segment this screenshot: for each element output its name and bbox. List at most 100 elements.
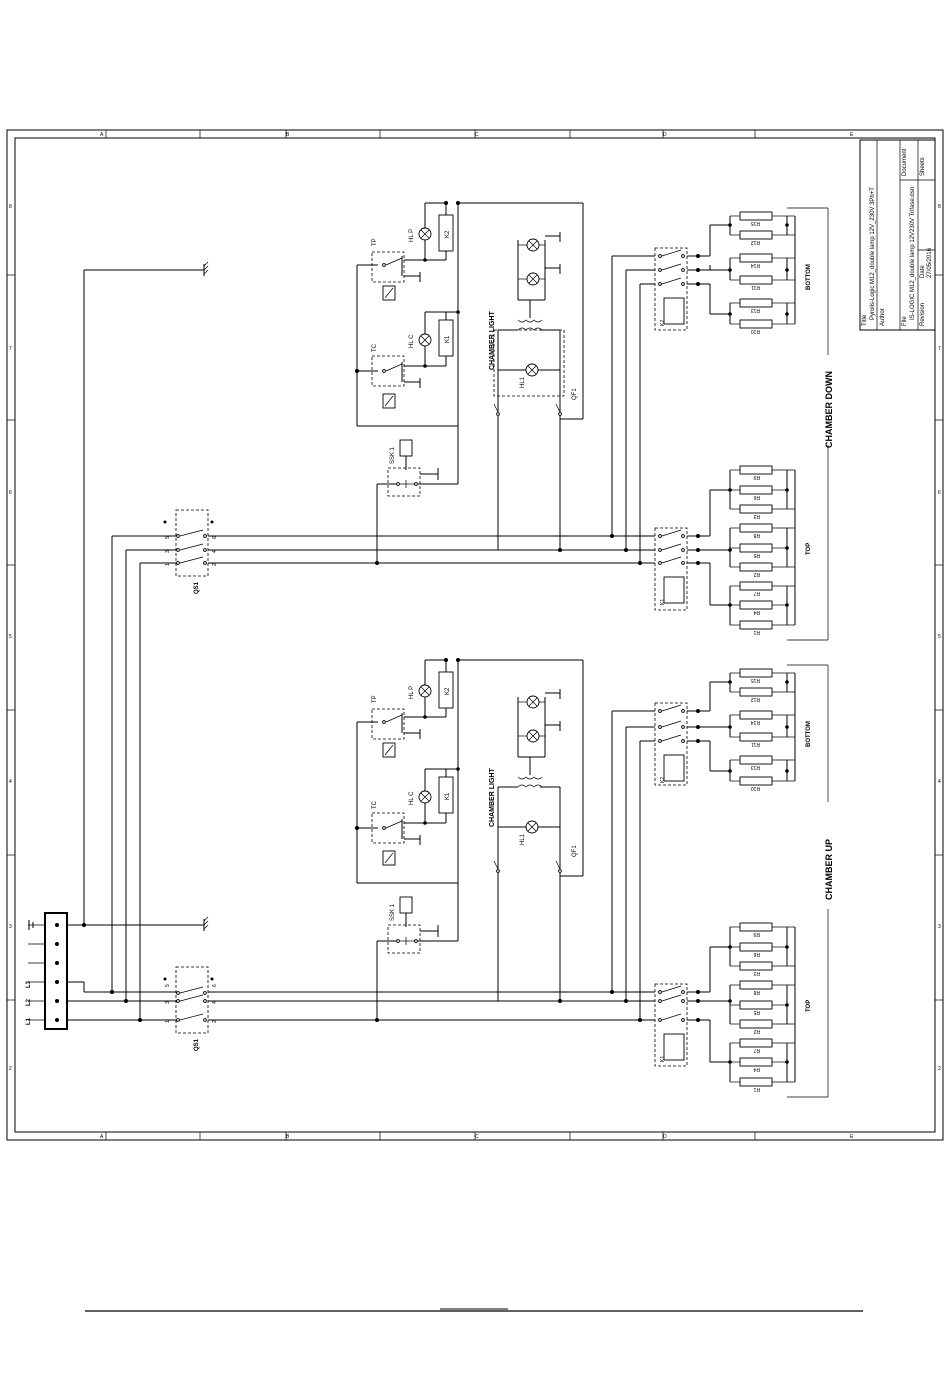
file-label: File <box>902 316 908 326</box>
contactor-k2: K2 <box>654 247 710 331</box>
relay-k2-label: K2 <box>660 777 666 783</box>
contactor-k2: K2 <box>654 702 710 786</box>
resistor-label: R12 <box>751 239 760 245</box>
relay-k1-label: K1 <box>660 1056 666 1062</box>
zone-label: D <box>663 1134 667 1140</box>
chamber-up-title-group: CHAMBER UP <box>787 664 834 1098</box>
k1-label: K1 <box>445 792 451 800</box>
qs-pin: 2 <box>212 1020 218 1023</box>
hlc-label: HL C <box>409 334 415 348</box>
resistor-label: R12 <box>751 696 760 702</box>
title-value: Pyrolis-Logic M12_double lamp 12V_230V 3… <box>870 187 876 320</box>
resistor-label: R1 <box>753 629 760 635</box>
tp-label: TP <box>372 238 378 246</box>
resistor-label: R14 <box>751 719 760 725</box>
zone-label: 5 <box>938 634 941 640</box>
resistor-label: R11 <box>751 284 760 290</box>
footer-rule <box>85 1308 863 1312</box>
zone-label: 6 <box>9 490 12 496</box>
resistor-label: R10 <box>751 328 760 334</box>
resistor-label: R9 <box>753 931 760 937</box>
resistor-label: R2 <box>753 571 760 577</box>
resistor-label: R4 <box>753 609 760 615</box>
zone-label: 4 <box>938 779 941 785</box>
resistor-label: R15 <box>751 677 760 683</box>
ssk-label: SSK 1 <box>390 903 396 921</box>
zone-label: 7 <box>9 346 12 352</box>
title-block: Title Pyrolis-Logic M12_double lamp 12V_… <box>859 139 936 331</box>
terminal-l2-label: L2 <box>26 998 32 1006</box>
safety-switch: SSK 1 <box>376 883 459 1020</box>
resistor-label: R8 <box>753 532 760 538</box>
resistor-bank-top: R9 R6 R3 R8 R5 R2 R7 R4 R1 TOP <box>709 465 812 635</box>
resistor-label: R6 <box>753 494 760 500</box>
file-value: IS-LOGIC M12_double lamp 12V230V Trifase… <box>910 187 916 320</box>
qs-pin: 1 <box>165 1020 171 1023</box>
resistor-bank-bottom: R15 R12 R14 R11 R13 R10 BOTTOM <box>709 668 812 791</box>
date-value: 27/05/2016 <box>927 247 933 278</box>
resistor-label: R7 <box>753 1047 760 1053</box>
resistor-label: R5 <box>753 1009 760 1015</box>
relay-k2-label: K2 <box>660 320 666 326</box>
hlp-label: HL P <box>409 686 415 699</box>
resistor-label: R3 <box>753 513 760 519</box>
chamber-down-title: CHAMBER DOWN <box>824 371 834 448</box>
chamber-light-label: CHAMBER LIGHT <box>489 768 496 827</box>
k2-label: K2 <box>445 230 451 238</box>
zone-label: C <box>475 1134 479 1140</box>
qs-pin: 1 <box>165 563 171 566</box>
bottom-label: BOTTOM <box>806 721 812 747</box>
chamber-up-section: QS1 1 3 5 2 4 6 <box>163 658 834 1098</box>
phase-feeders <box>67 261 209 1022</box>
resistor-label: R7 <box>753 590 760 596</box>
resistor-label: R2 <box>753 1028 760 1034</box>
resistor-bank-bottom: R15 R12 R14 R11 R13 R10 BOTTOM <box>709 211 812 334</box>
resistor-label: R13 <box>751 307 760 313</box>
zone-label: B <box>286 132 290 138</box>
resistor-label: R9 <box>753 474 760 480</box>
date-label: Date <box>920 265 926 278</box>
zone-label: 8 <box>938 204 941 210</box>
zone-label: 5 <box>9 634 12 640</box>
zone-label: 8 <box>9 204 12 210</box>
chamber-light-circuit: HL1 CHAMBER LIGHT <box>489 232 578 550</box>
resistor-label: R11 <box>751 741 760 747</box>
thermostat-circuit: TP HL P K2 TC <box>355 201 584 427</box>
title-label: Title <box>862 314 868 326</box>
resistor-label: R13 <box>751 764 760 770</box>
drawing-border <box>6 129 944 1141</box>
zone-label: A <box>100 132 104 138</box>
tp-label: TP <box>372 695 378 703</box>
zone-label: E <box>850 132 854 138</box>
relay-k1-label: K1 <box>660 599 666 605</box>
qs-pin: 5 <box>165 984 171 987</box>
hlc-label: HL C <box>409 791 415 805</box>
qf1-label: QF1 <box>572 845 578 857</box>
chamber-down-section: QS1 1 3 5 2 4 6 <box>163 201 834 641</box>
qs-pin: 5 <box>165 536 171 539</box>
qs-pin: 6 <box>212 536 218 539</box>
document-label: Document <box>902 148 908 176</box>
qs1-switch: QS1 1 3 5 2 4 6 <box>163 509 218 594</box>
resistor-label: R5 <box>753 552 760 558</box>
top-label: TOP <box>806 543 812 555</box>
power-bus <box>208 710 655 1022</box>
qs-pin: 4 <box>212 550 218 553</box>
terminal-l1-label: L1 <box>26 1017 32 1025</box>
contactor-k1: K1 <box>654 983 710 1067</box>
terminal-l3-label: L3 <box>26 980 32 988</box>
zone-label: 7 <box>938 346 941 352</box>
qs1-switch: QS1 1 3 5 2 4 6 <box>163 966 218 1051</box>
zone-label: B <box>286 1134 290 1140</box>
qs-pin: 2 <box>212 563 218 566</box>
resistor-bank-top: R9 R6 R3 R8 R5 R2 R7 R4 R1 TOP <box>709 922 812 1092</box>
qs-pin: 6 <box>212 984 218 987</box>
chamber-up-title: CHAMBER UP <box>824 839 834 900</box>
thermostat-circuit: TP HL P K2 TC <box>355 658 584 884</box>
qs1-label: QS1 <box>194 1038 200 1051</box>
qs-pin: 3 <box>165 550 171 553</box>
zone-label: C <box>475 132 479 138</box>
contactor-k1: K1 <box>654 527 710 611</box>
zone-label: 3 <box>9 924 12 930</box>
